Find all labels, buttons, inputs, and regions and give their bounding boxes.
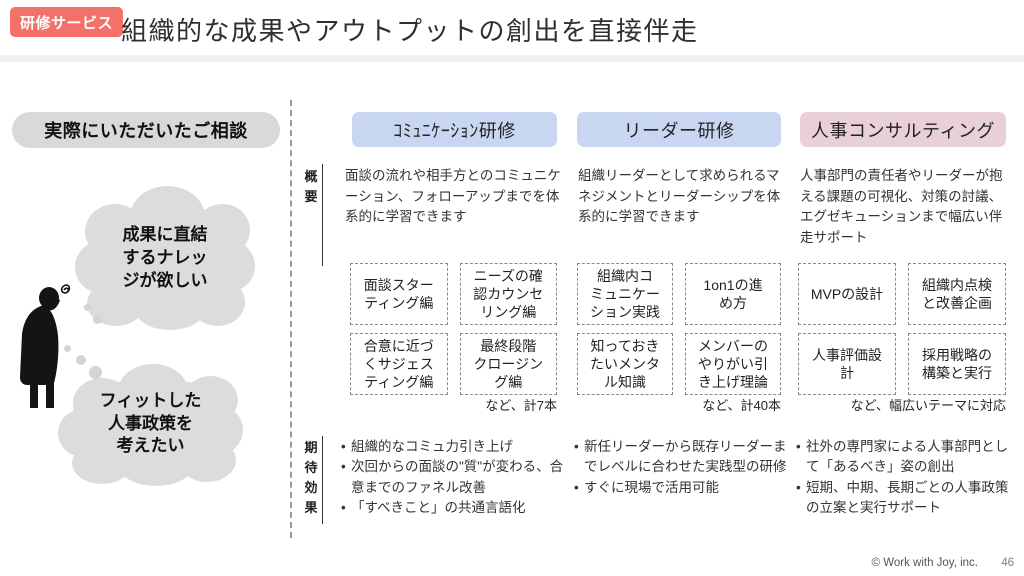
course-box: 合意に近づ くサジェス ティング編 bbox=[350, 333, 448, 395]
effect-item: 新任リーダーから既存リーダーまでレベルに合わせた実践型の研修 bbox=[574, 437, 798, 478]
thinking-person-icon bbox=[12, 281, 78, 418]
effect-item: 組織的なコミュ力引き上げ bbox=[341, 437, 571, 458]
consultation-heading: 実際にいただいたご相談 bbox=[12, 112, 280, 148]
course-box: 採用戦略の 構築と実行 bbox=[908, 333, 1006, 395]
thought-dot bbox=[76, 355, 86, 365]
thought-dot bbox=[93, 315, 102, 324]
thought-bubble-1: 成果に直結 するナレッ ジが欲しい bbox=[75, 186, 255, 331]
effects-communication: 組織的なコミュ力引き上げ 次回からの面談の"質"が変わる、合意までのファネル改善… bbox=[341, 437, 571, 518]
thought-dot bbox=[84, 304, 91, 311]
header-divider bbox=[0, 55, 1024, 62]
row-label-effects-line bbox=[322, 436, 323, 524]
page-number: 46 bbox=[1001, 557, 1014, 569]
section-divider bbox=[290, 100, 292, 538]
thought-dot bbox=[89, 366, 102, 379]
overview-communication: 面談の流れや相手方とのコミュニケーション、フォローアップまでを体系的に学習できま… bbox=[345, 168, 561, 225]
service-badge: 研修サービス bbox=[10, 7, 124, 37]
effect-item: 「すべきこと」の共通言語化 bbox=[341, 498, 571, 519]
thought-text-2: フィットした 人事政策を 考えたい bbox=[99, 390, 202, 456]
course-box: 組織内点検 と改善企画 bbox=[908, 263, 1006, 325]
course-count-note: など、計7本 bbox=[485, 398, 557, 413]
row-label-expected-effects: 期待効果 bbox=[304, 440, 318, 516]
course-count-note: など、幅広いテーマに対応 bbox=[850, 398, 1006, 413]
course-box-grid-consulting: MVPの設計 組織内点検 と改善企画 人事評価設 計 採用戦略の 構築と実行 bbox=[798, 263, 1006, 395]
effect-item: 社外の専門家による人事部門として「あるべき」姿の創出 bbox=[796, 437, 1020, 478]
page-title: 組織的な成果やアウトプットの創出を直接伴走 bbox=[121, 16, 699, 46]
course-box-grid-leader: 組織内コ ミュニケー ション実践 1on1の進 め方 知っておき たいメンタ ル… bbox=[577, 263, 781, 395]
course-box: ニーズの確 認カウンセ リング編 bbox=[459, 263, 557, 325]
copyright-text: © Work with Joy, inc. bbox=[871, 557, 978, 569]
course-box: メンバーの やりがい引 き上げ理論 bbox=[685, 333, 781, 395]
overview-consulting: 人事部門の責任者やリーダーが抱える課題の可視化、対策の討議、エグゼキューションま… bbox=[800, 168, 1003, 245]
course-box: 組織内コ ミュニケー ション実践 bbox=[577, 263, 673, 325]
row-label-overview: 概要 bbox=[304, 169, 318, 205]
effects-leader: 新任リーダーから既存リーダーまでレベルに合わせた実践型の研修 すぐに現場で活用可… bbox=[574, 437, 798, 498]
column-header-hr-consulting: 人事コンサルティング bbox=[800, 112, 1006, 147]
course-box: 知っておき たいメンタ ル知識 bbox=[577, 333, 673, 395]
course-box: 人事評価設 計 bbox=[798, 333, 896, 395]
course-box: 1on1の進 め方 bbox=[685, 263, 781, 325]
course-count-note: など、計40本 bbox=[702, 398, 781, 413]
thought-bubble-2: フィットした 人事政策を 考えたい bbox=[58, 364, 243, 486]
effect-item: すぐに現場で活用可能 bbox=[574, 478, 798, 499]
course-box: MVPの設計 bbox=[798, 263, 896, 325]
thought-text-1: 成果に直結 するナレッ ジが欲しい bbox=[122, 225, 208, 290]
overview-leader: 組織リーダーとして求められるマネジメントとリーダーシップを体系的に学習できます bbox=[578, 168, 781, 225]
row-label-overview-line bbox=[322, 164, 323, 266]
column-header-leader-training: リーダー研修 bbox=[577, 112, 781, 147]
thought-dot bbox=[64, 345, 71, 352]
course-box: 面談スター ティング編 bbox=[350, 263, 448, 325]
course-box: 最終段階 クロージン グ編 bbox=[459, 333, 557, 395]
effect-item: 短期、中期、長期ごとの人事政策の立案と実行サポート bbox=[796, 478, 1020, 519]
effects-consulting: 社外の専門家による人事部門として「あるべき」姿の創出 短期、中期、長期ごとの人事… bbox=[796, 437, 1020, 518]
column-header-communication-training: ｺﾐｭﾆｹｰｼｮﾝ研修 bbox=[352, 112, 557, 147]
course-box-grid-communication: 面談スター ティング編 ニーズの確 認カウンセ リング編 合意に近づ くサジェス… bbox=[350, 263, 557, 395]
effect-item: 次回からの面談の"質"が変わる、合意までのファネル改善 bbox=[341, 457, 571, 498]
